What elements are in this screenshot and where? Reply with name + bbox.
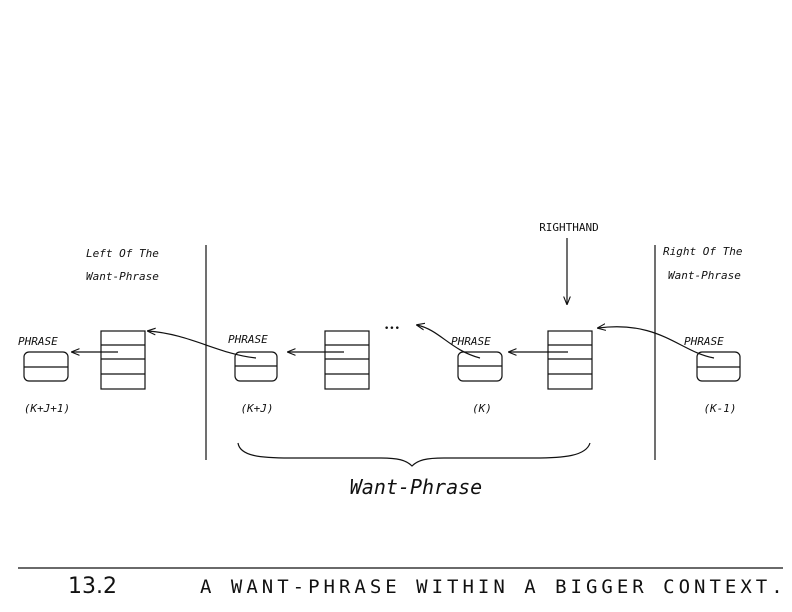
- right-context-label-line1: Right Of The: [663, 245, 743, 258]
- phrase-box-kj: [234, 351, 278, 382]
- pointer-arrow-phrase-to-block1: [148, 331, 257, 359]
- left-context-label-line2: Want-Phrase: [86, 270, 159, 283]
- want-phrase-brace: [237, 442, 591, 467]
- phrase-box-kj1: [23, 351, 69, 382]
- phrase-label-kj1: PHRASE: [18, 335, 58, 348]
- caption-number: 13.2: [68, 574, 117, 599]
- index-label-k-1: (K-1): [703, 402, 736, 415]
- pointer-arrow-phrase-to-ellipsis: [417, 325, 481, 359]
- index-label-kj: (K+J): [240, 402, 273, 415]
- righthand-label: RIGHTHAND: [539, 221, 599, 234]
- stack-block-3: [547, 330, 593, 390]
- right-context-label-line2: Want-Phrase: [668, 269, 741, 282]
- brace-label: Want-Phrase: [350, 475, 482, 499]
- phrase-box-k-1: [696, 351, 741, 382]
- pointer-arrow-phrase-to-block3: [598, 327, 715, 359]
- caption-text: A WANT-PHRASE WITHIN A BIGGER CONTEXT.: [200, 576, 787, 598]
- index-label-k: (K): [472, 402, 492, 415]
- left-context-label-line1: Left Of The: [86, 247, 159, 260]
- stack-block-2: [324, 330, 370, 390]
- phrase-label-k-1: PHRASE: [684, 335, 724, 348]
- phrase-box-k: [457, 351, 503, 382]
- phrase-label-kj: PHRASE: [228, 333, 268, 346]
- phrase-label-k: PHRASE: [451, 335, 491, 348]
- ellipsis-dots: •••: [384, 324, 400, 334]
- index-label-kj1: (K+J+1): [24, 402, 70, 415]
- stack-block-1: [100, 330, 146, 390]
